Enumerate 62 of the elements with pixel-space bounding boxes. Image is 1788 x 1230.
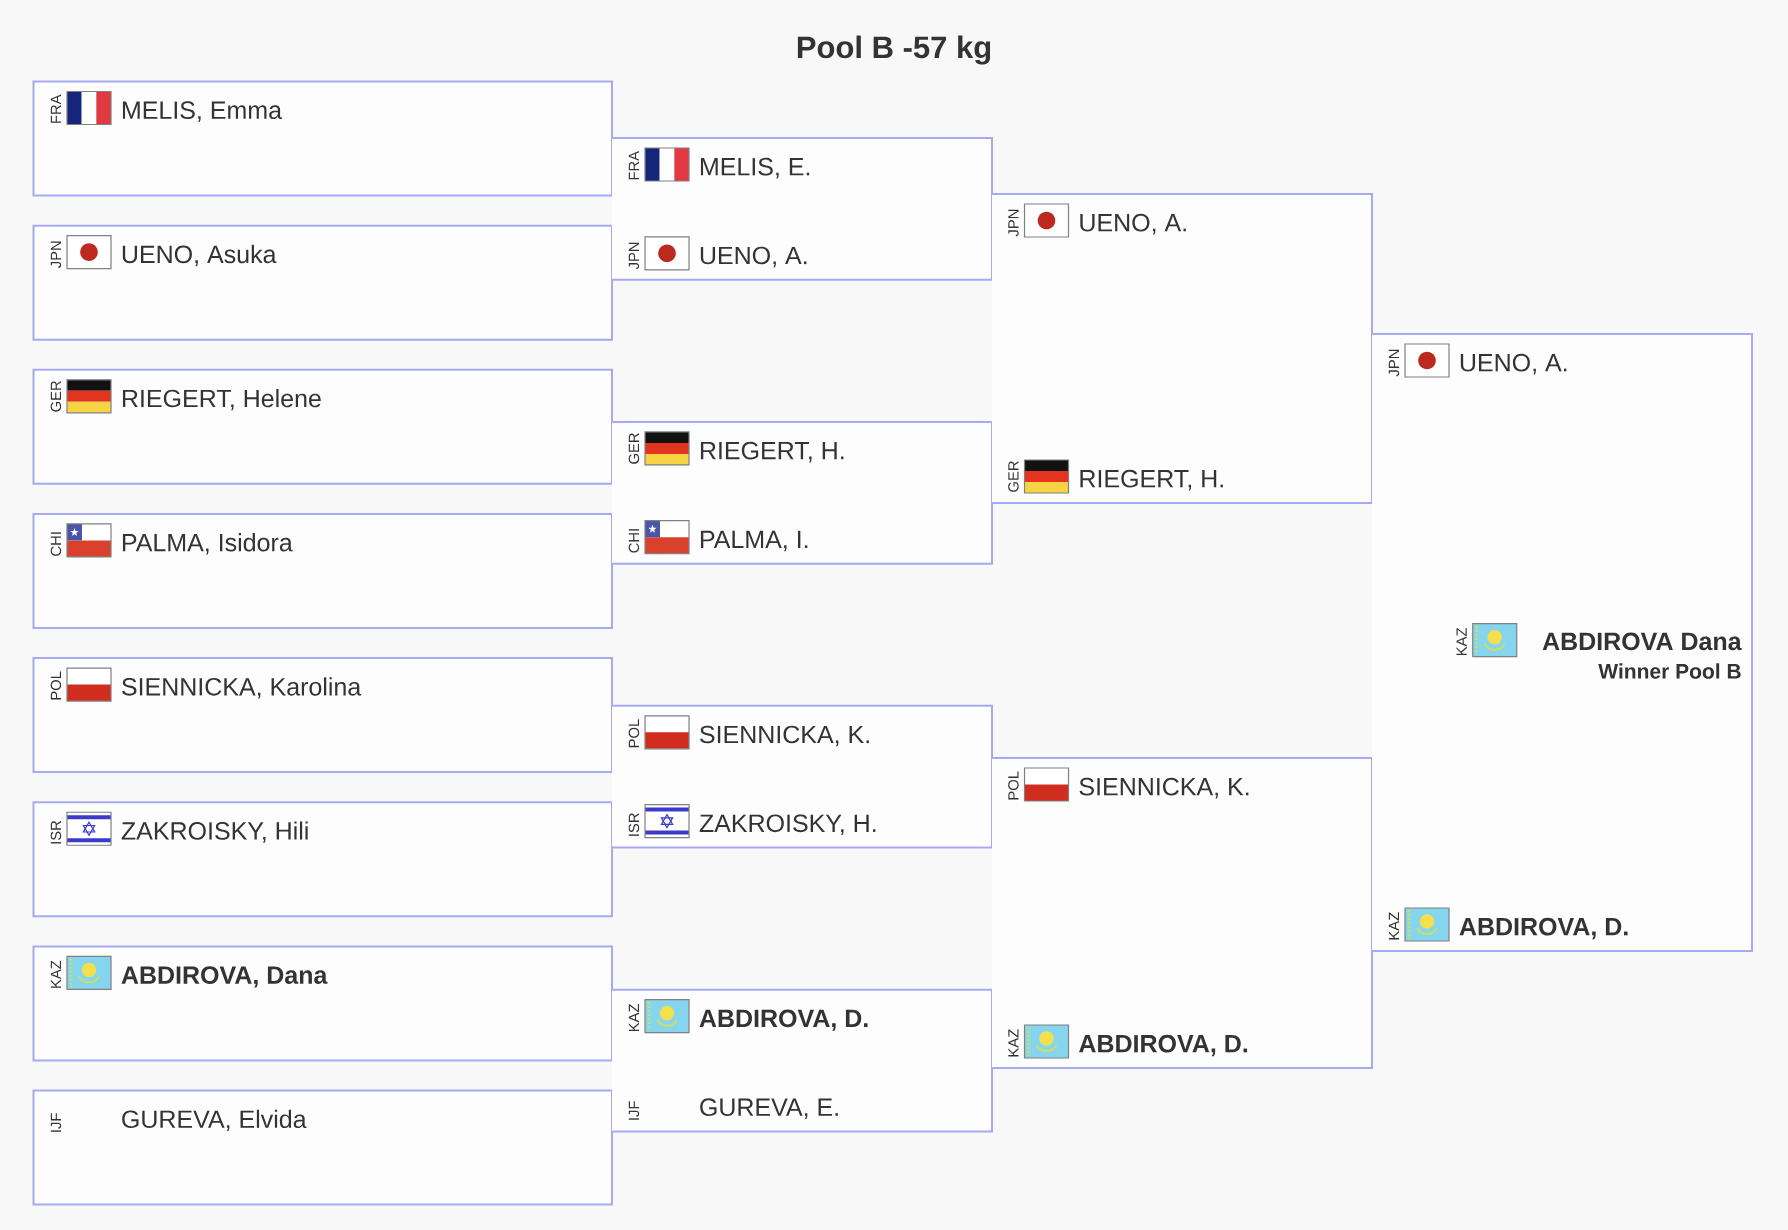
competitor-name: PALMA, Isidora [122, 533, 293, 555]
country-code: KAZ [50, 960, 61, 988]
bracket-box [991, 757, 1373, 1069]
competitor-name: ABDIROVA, Dana [121, 966, 328, 988]
country-code: JPN [628, 242, 640, 270]
competitor-name: GUREVA, Elvida [122, 1109, 307, 1132]
competitor-name: SIENNICKA, K. [1079, 777, 1249, 799]
country-code: KAZ [1456, 627, 1467, 656]
competitor-name: UENO, A. [1080, 213, 1186, 235]
competitor-name: ZAKROISKY, H. [699, 814, 876, 836]
country-code: POL [1008, 771, 1019, 800]
competitor-name: SIENNICKA, Karolina [122, 677, 362, 699]
competitor-name: SIENNICKA, K. [700, 725, 869, 747]
country-code: KAZ [1008, 1029, 1019, 1057]
country-code: KAZ [628, 1003, 639, 1032]
competitor-box [32, 1089, 613, 1206]
winner-name: ABDIROVA Dana [1542, 632, 1742, 651]
competitor-box [32, 512, 613, 629]
country-code: JPN [50, 241, 62, 269]
bracket-box [611, 704, 993, 849]
competitor-name: GUREVA, E. [700, 1098, 838, 1119]
competitor-box [32, 945, 613, 1062]
country-code: KAZ [1388, 912, 1399, 940]
competitor-name: UENO, Asuka [122, 244, 277, 267]
country-code: JPN [1388, 349, 1400, 377]
competitor-box [32, 368, 613, 485]
winner-label: Winner Pool B [1598, 663, 1741, 679]
country-code: GER [50, 381, 62, 412]
bracket-box [611, 137, 993, 281]
country-code: ISR [50, 820, 62, 844]
country-code: FRA [628, 151, 639, 180]
competitor-name: RIEGERT, H. [700, 441, 844, 463]
competitor-name: UENO, A. [700, 246, 807, 268]
country-code: JPN [1008, 209, 1019, 237]
country-code: POL [50, 671, 62, 700]
bracket-box [991, 193, 1373, 504]
competitor-name: UENO, A. [1460, 353, 1567, 375]
country-code: IJF [628, 1101, 640, 1120]
country-code: CHI [50, 532, 62, 556]
competitor-name: ABDIROVA, D. [1459, 917, 1628, 940]
competitor-box [32, 657, 613, 774]
competitor-name: ZAKROISKY, Hili [121, 821, 308, 843]
competitor-name: RIEGERT, Helene [122, 388, 321, 411]
competitor-name: MELIS, Emma [122, 101, 283, 122]
country-code: IJF [50, 1113, 62, 1132]
competitor-box [32, 801, 613, 918]
competitor-name: PALMA, I. [700, 530, 808, 552]
country-code: FRA [50, 94, 61, 123]
competitor-name: ABDIROVA, D. [699, 1009, 868, 1031]
competitor-name: RIEGERT, H. [1080, 469, 1223, 491]
country-code: GER [1008, 461, 1019, 492]
competitor-name: MELIS, E. [700, 157, 810, 179]
country-code: GER [628, 433, 640, 464]
competitor-box [32, 80, 613, 197]
competitor-box [32, 224, 613, 341]
bracket-box [611, 988, 993, 1133]
bracket-box [611, 420, 993, 565]
title: Pool B -57 kg [797, 35, 991, 65]
competitor-name: ABDIROVA, D. [1079, 1034, 1248, 1057]
country-code: POL [628, 719, 640, 748]
country-code: ISR [628, 813, 640, 836]
country-code: CHI [628, 529, 640, 553]
